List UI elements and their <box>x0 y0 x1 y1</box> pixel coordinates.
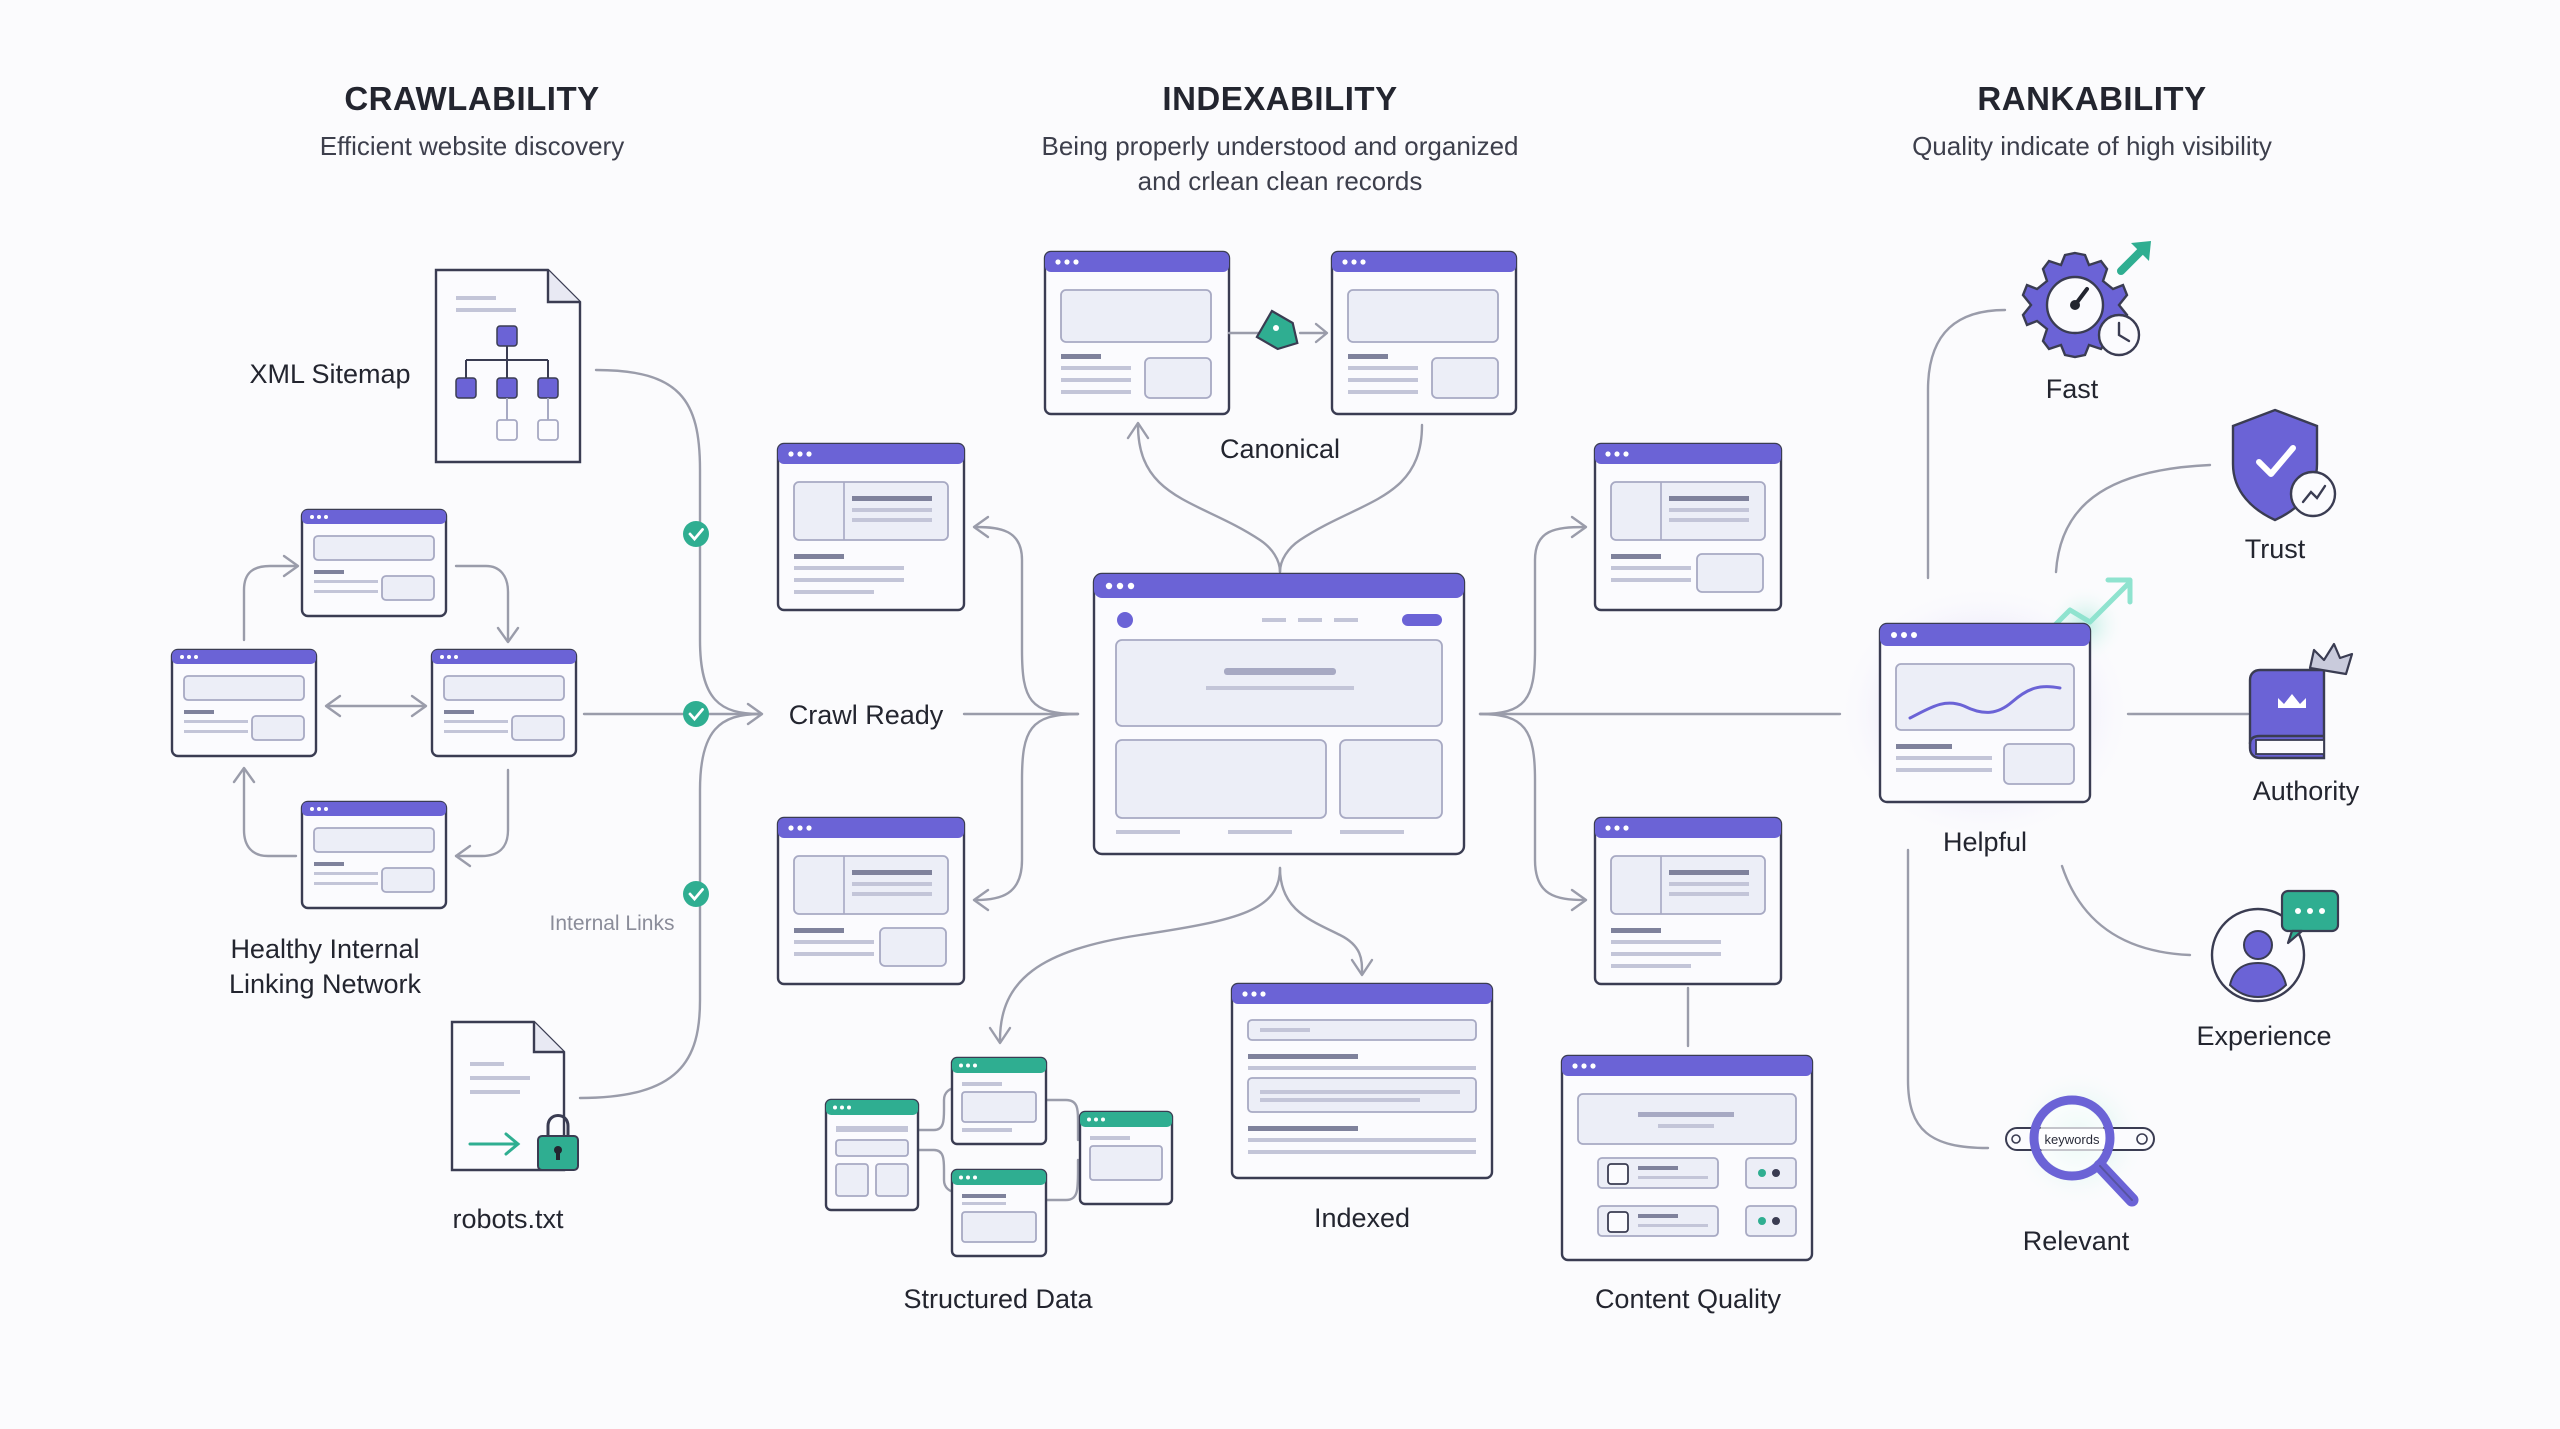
experience-label: Experience <box>2196 1021 2331 1051</box>
arrow-net-tl <box>282 554 300 578</box>
indexability-subtitle-line2: and crlean clean records <box>1138 166 1423 196</box>
crawlability-title: CRAWLABILITY <box>344 80 599 117</box>
index-window-bottomright <box>1593 816 1783 986</box>
arrow-bottomleft <box>972 888 990 912</box>
check-icon <box>683 701 709 727</box>
arrow-structured <box>988 1026 1012 1045</box>
arrow-net-mid-l <box>324 694 342 718</box>
linking-window-bottom <box>300 800 448 910</box>
relevant-label: Relevant <box>2023 1226 2130 1256</box>
structured-data-cluster <box>824 1056 1174 1258</box>
canonical-tag-icon <box>1227 309 1329 351</box>
wire-main-structured <box>998 866 1282 1042</box>
content-quality-window <box>1560 1054 1814 1262</box>
check-badges <box>683 521 709 907</box>
linking-window-top <box>300 508 448 618</box>
wire-net-bl <box>242 768 298 858</box>
wire-robots <box>578 712 762 1100</box>
linking-window-left <box>170 648 318 758</box>
structured-data-label: Structured Data <box>903 1284 1093 1314</box>
internal-links-label: Internal Links <box>550 912 675 935</box>
wire-trust <box>2054 463 2212 574</box>
crawlability-subtitle: Efficient website discovery <box>320 131 624 161</box>
sitemap-document-icon <box>434 268 582 464</box>
wire-net-tl <box>242 564 298 642</box>
canonical-window-right <box>1330 250 1518 416</box>
arrow-net-tr <box>496 626 520 644</box>
arrow-bottomright <box>1570 888 1588 912</box>
column-heading-rankability: RANKABILITY Quality indicate of high vis… <box>1912 80 2272 161</box>
helpful-window <box>1878 622 2092 804</box>
arrow-net-bl <box>232 766 256 784</box>
shield-check-icon <box>2231 408 2337 522</box>
content-quality-label: Content Quality <box>1595 1284 1782 1314</box>
wire-sitemap <box>594 368 762 716</box>
indexed-label: Indexed <box>1314 1203 1410 1233</box>
wire-experience <box>2060 864 2192 957</box>
trust-label: Trust <box>2245 534 2306 564</box>
wire-net-br <box>454 768 510 858</box>
wire-relevant <box>1906 848 1990 1150</box>
index-window-topright <box>1593 442 1783 612</box>
check-icon <box>683 521 709 547</box>
indexability-subtitle-line1: Being properly understood and organized <box>1041 131 1518 161</box>
column-heading-indexability: INDEXABILITY Being properly understood a… <box>1041 80 1518 196</box>
crawl-ready-label: Crawl Ready <box>789 700 944 730</box>
indexability-title: INDEXABILITY <box>1162 80 1397 117</box>
xml-sitemap-label: XML Sitemap <box>249 359 410 389</box>
index-window-bottomleft <box>776 816 966 986</box>
arrow-net-br <box>454 844 472 868</box>
wire-canonical-left <box>1136 423 1282 574</box>
rankability-title: RANKABILITY <box>1977 80 2206 117</box>
canonical-window-left <box>1043 250 1231 416</box>
robots-label: robots.txt <box>452 1204 564 1234</box>
canonical-label: Canonical <box>1220 434 1340 464</box>
column-heading-crawlability: CRAWLABILITY Efficient website discovery <box>320 80 624 161</box>
wire-main-bottomright <box>1478 712 1587 902</box>
arrow-crawl-ready <box>746 702 764 726</box>
fast-label: Fast <box>2046 374 2099 404</box>
crown-book-icon <box>2248 642 2354 760</box>
linking-window-right <box>430 648 578 758</box>
user-chat-icon <box>2210 889 2340 1003</box>
arrow-topright <box>1570 515 1588 539</box>
search-box-text: keywords <box>2045 1132 2100 1147</box>
linking-network-label-line2: Linking Network <box>229 969 422 999</box>
main-page-window <box>1092 572 1466 856</box>
connector-lines <box>232 308 2250 1150</box>
helpful-label: Helpful <box>1943 827 2027 857</box>
arrow-canonical <box>1126 421 1150 440</box>
speed-gear-icon <box>2021 241 2151 359</box>
robots-lock-document-icon <box>450 1020 579 1172</box>
check-icon <box>683 881 709 907</box>
rankability-subtitle: Quality indicate of high visibility <box>1912 131 2272 161</box>
arrow-indexed <box>1350 958 1374 977</box>
authority-label: Authority <box>2253 776 2360 806</box>
magnifier-icon: keywords <box>2005 1095 2155 1207</box>
wire-main-topright <box>1478 525 1587 716</box>
wire-fast <box>1926 308 2007 580</box>
wire-main-indexed <box>1278 866 1364 974</box>
arrow-net-mid-r <box>410 694 428 718</box>
wire-net-tr <box>454 564 510 642</box>
wire-main-topleft <box>974 525 1080 716</box>
index-window-topleft <box>776 442 966 612</box>
wire-canonical-right <box>1278 423 1424 574</box>
linking-network-label-line1: Healthy Internal <box>230 934 419 964</box>
indexed-window <box>1230 982 1494 1180</box>
wire-main-bottomleft <box>974 712 1080 902</box>
arrow-topleft <box>972 515 990 539</box>
